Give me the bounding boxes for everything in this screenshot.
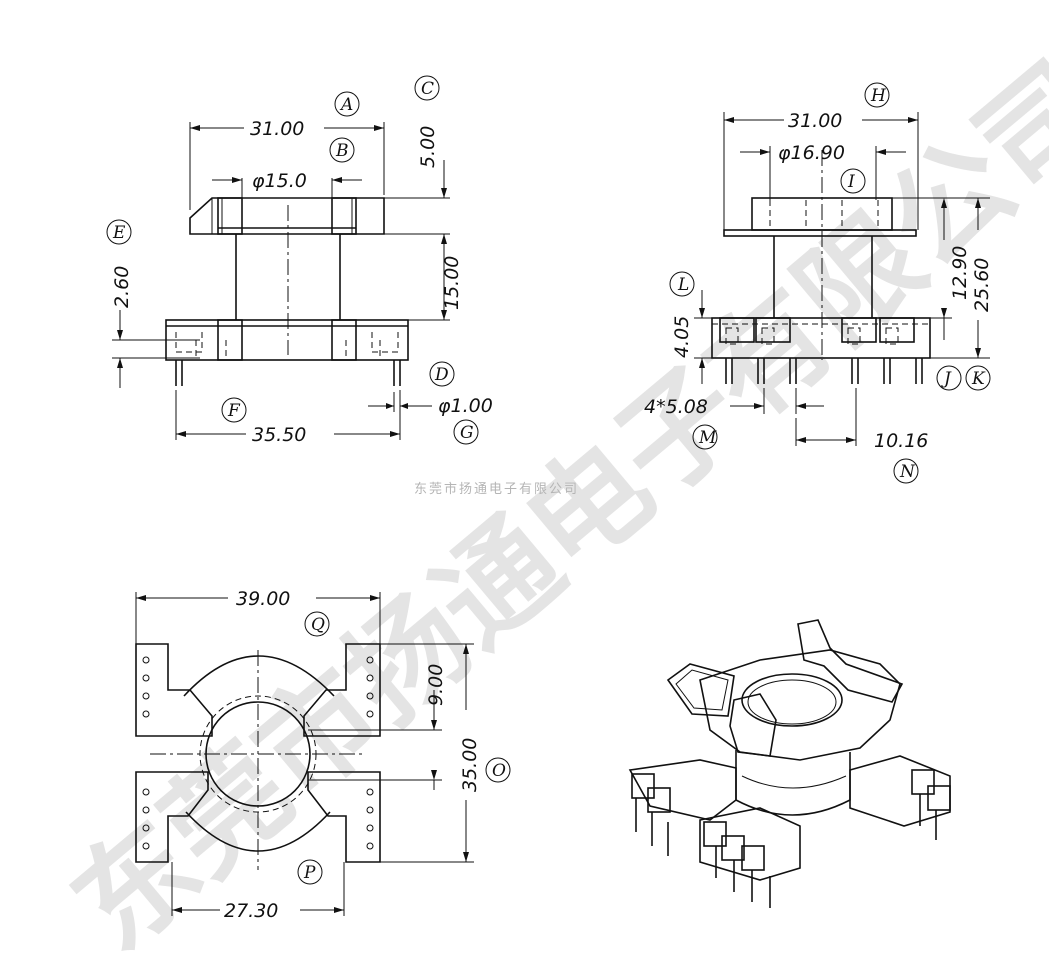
- dim-k-value: 25.60: [971, 258, 993, 312]
- dim-e-value: 2.60: [111, 266, 133, 308]
- label-n: N: [899, 462, 916, 482]
- dim-i-value: φ16.90: [778, 142, 845, 164]
- dim-b-value: φ15.0: [252, 170, 307, 192]
- label-q: Q: [311, 615, 325, 635]
- label-l: L: [677, 275, 689, 295]
- dim-width-value: 39.00: [236, 588, 290, 610]
- dim-l-value: 4.05: [671, 316, 693, 358]
- side-view: 31.00 H φ16.90 I 12.90 J 25.60 K: [644, 82, 993, 484]
- dim-h-value: 31.00: [788, 110, 842, 132]
- dim-inner-value: 9.00: [425, 664, 447, 706]
- dim-height-value: 35.00: [459, 738, 481, 792]
- watermark-diagonal-text: 东莞市扬通电子有限公司: [47, 36, 1049, 967]
- label-d: D: [434, 365, 449, 385]
- dim-j-value: 12.90: [949, 246, 971, 300]
- label-k: K: [971, 369, 986, 389]
- label-i: I: [847, 172, 855, 192]
- dim-f-value: 35.50: [252, 424, 306, 446]
- label-h: H: [870, 86, 887, 106]
- label-b: B: [335, 141, 349, 161]
- watermark-center-text: 东莞市扬通电子有限公司: [414, 481, 579, 497]
- top-view: 39.00 Q 35.00 O 9.00 27.30 P: [135, 588, 511, 922]
- watermark-diagonal: 东莞市扬通电子有限公司: [47, 36, 1049, 967]
- label-p: P: [303, 863, 316, 883]
- dim-c-value: 5.00: [417, 126, 439, 168]
- label-a: A: [339, 95, 353, 115]
- dim-m-value: 4*5.08: [644, 396, 708, 418]
- pin-slots: [142, 656, 374, 850]
- label-o: O: [492, 761, 506, 781]
- label-g: G: [460, 423, 474, 443]
- dim-g-value: φ1.00: [438, 395, 493, 417]
- isometric-view: [628, 619, 951, 908]
- dim-bottom-value: 27.30: [224, 900, 278, 922]
- front-view: 31.00 A φ15.0 B 5.00 C 15.00 D: [106, 75, 493, 446]
- dim-n-value: 10.16: [874, 430, 928, 452]
- label-f: F: [227, 401, 241, 421]
- dim-a-value: 31.00: [250, 118, 304, 140]
- dim-d-value: 15.00: [441, 256, 463, 310]
- label-c: C: [421, 79, 434, 99]
- label-j: J: [941, 369, 952, 389]
- label-e: E: [112, 223, 126, 243]
- label-m: M: [698, 428, 717, 448]
